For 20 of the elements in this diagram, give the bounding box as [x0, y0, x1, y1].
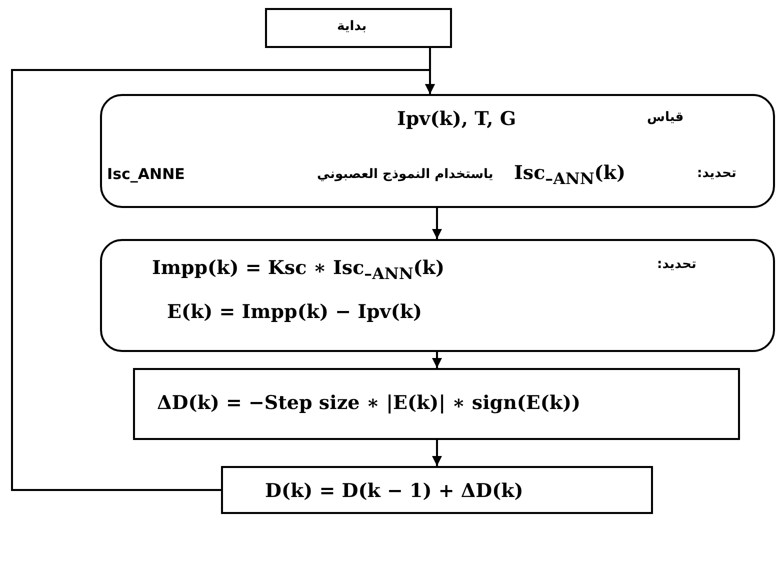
- process-box: [133, 368, 740, 440]
- arrow: [432, 208, 442, 239]
- label-text: تحديد:: [657, 257, 696, 272]
- label-text: بداية: [337, 19, 367, 34]
- arrow: [432, 440, 442, 466]
- label-text: تحديد:: [697, 166, 736, 181]
- process-box: [100, 94, 775, 208]
- formula: Ipv(k), T, G: [397, 108, 516, 130]
- process-box: [221, 466, 653, 514]
- process-box: [100, 239, 775, 352]
- start-box: [265, 8, 452, 48]
- formula: ΔD(k) = −Step size ∗ |E(k)| ∗ sign(E(k)): [157, 392, 580, 414]
- formula: Isc$_{–ANN}$(k): [514, 162, 626, 188]
- arrow: [432, 352, 442, 368]
- label-text: ياستخدام النموذج العصبوني: [317, 167, 494, 182]
- label-text: قياس: [647, 110, 684, 125]
- label-text: Isc_ANNE: [107, 165, 185, 183]
- formula: Impp(k) = Ksc ∗ Isc$_{–ANN}$(k): [152, 257, 444, 283]
- formula: D(k) = D(k − 1) + ΔD(k): [265, 480, 524, 502]
- formula: E(k) = Impp(k) − Ipv(k): [167, 301, 422, 323]
